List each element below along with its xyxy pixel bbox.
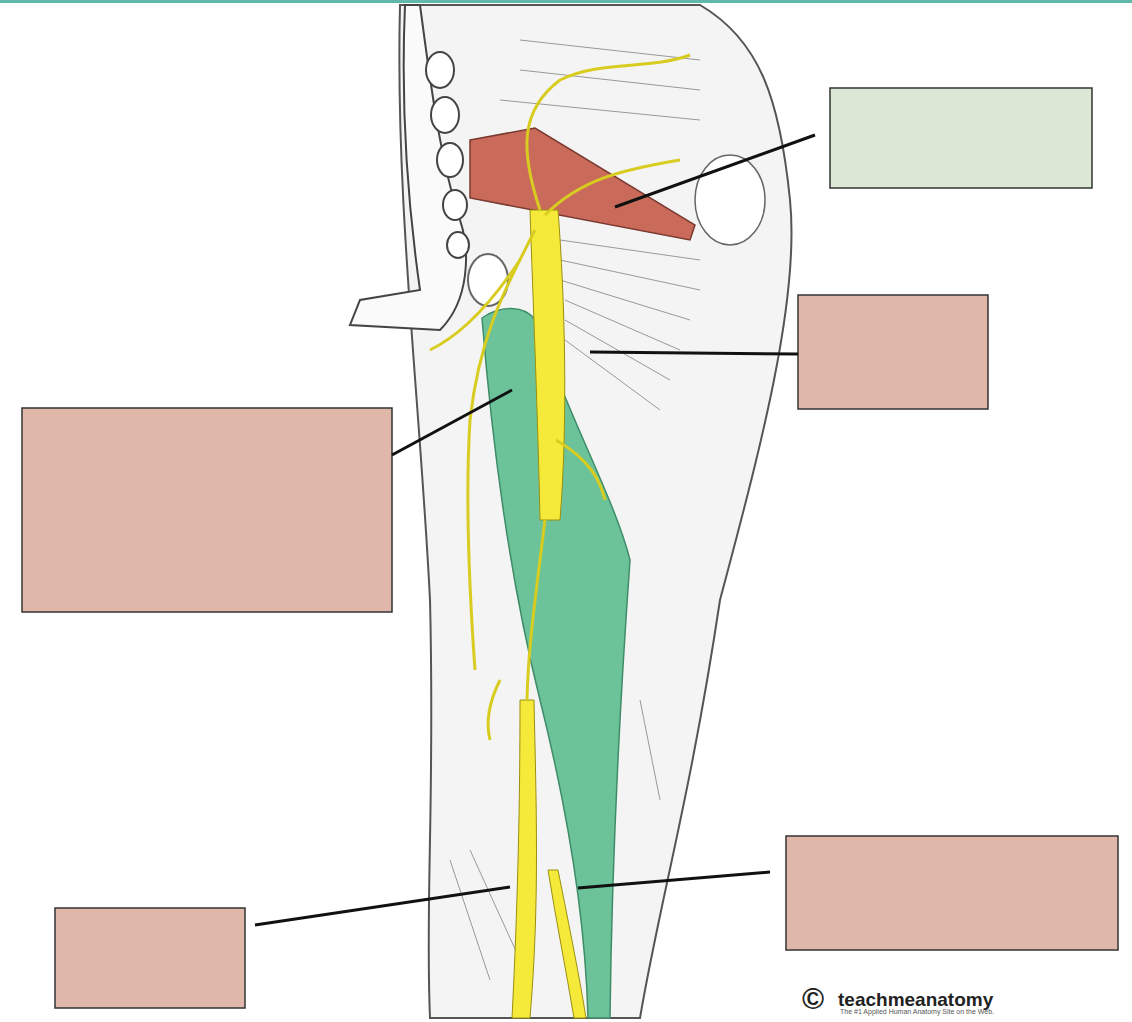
sacral-segments [426,52,469,258]
blank-box [22,408,392,612]
copyright-mark: © [802,984,824,1014]
blank-box [798,295,988,409]
pelvis [350,5,466,330]
label-boxes [22,88,1118,1008]
blank-box [830,88,1092,188]
blank-box [786,836,1118,950]
brand-tagline: The #1 Applied Human Anatomy Site on the… [840,1008,994,1015]
brand-name: teachmeanatomy [838,990,993,1009]
red-muscle [470,128,695,240]
thigh-outline [399,5,791,1018]
nerve-branches [430,55,690,740]
greater-trochanter [695,155,765,245]
blank-box [55,908,245,1008]
nerves [512,210,586,1018]
leader-lines [255,135,815,925]
top-rule [0,0,1132,3]
